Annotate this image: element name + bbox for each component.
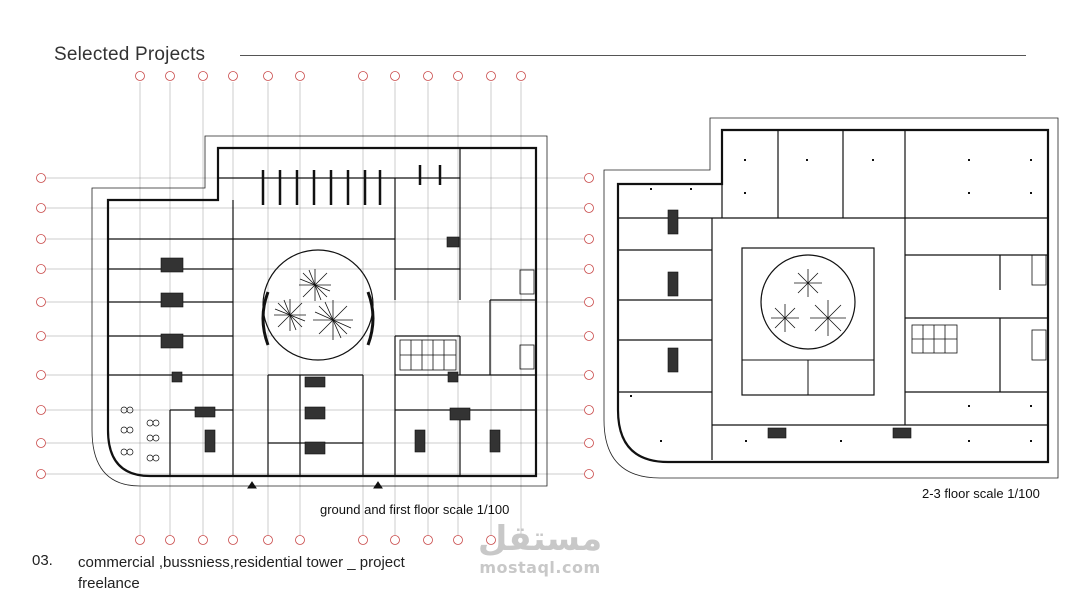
project-description-line2: freelance — [78, 575, 140, 592]
project-description-line1: commercial ,bussniess,residential tower … — [78, 554, 405, 571]
title-rule — [240, 55, 1026, 56]
watermark-arabic: مستقل — [477, 519, 603, 559]
upper-floor-plan — [603, 117, 1059, 479]
stair-blocks — [399, 269, 535, 371]
page-title: Selected Projects — [54, 44, 206, 65]
palm-tree-icons — [274, 269, 353, 340]
ground-floor-caption: ground and first floor scale 1/100 — [320, 502, 510, 517]
cafe-tables — [120, 406, 160, 462]
upper-floor-caption: 2-3 floor scale 1/100 — [922, 486, 1040, 501]
watermark-latin: mostaql.com — [479, 558, 601, 577]
grid-bubbles — [36, 71, 594, 545]
upper-columns — [667, 209, 912, 439]
upper-stair-blocks — [911, 254, 1047, 361]
watermark: مستقل mostaql.com — [470, 520, 610, 577]
grid-lines-vertical — [139, 82, 522, 535]
upper-column-dots — [630, 159, 1032, 442]
project-number: 03. — [32, 552, 53, 569]
structural-columns — [160, 236, 501, 455]
ground-floor-plan — [36, 71, 594, 545]
project-description: commercial ,bussniess,residential tower … — [78, 552, 458, 594]
